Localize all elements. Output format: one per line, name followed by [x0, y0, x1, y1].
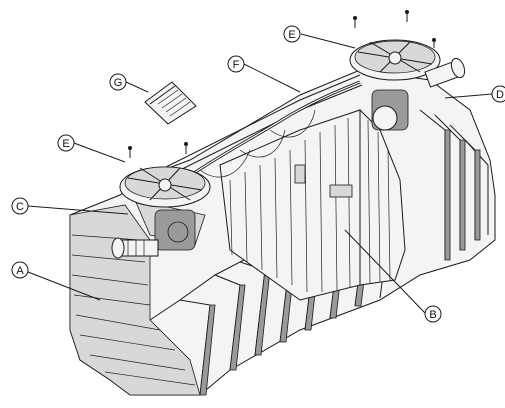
connecting-tube	[169, 80, 361, 192]
callout-D: D	[491, 85, 505, 103]
interior-walls	[219, 108, 406, 301]
callout-G: G	[109, 73, 127, 91]
left-end-wall	[69, 204, 201, 396]
right-side-ribs	[419, 109, 489, 261]
callout-label-F: F	[233, 59, 240, 71]
callout-E-lower: E	[57, 134, 75, 152]
callout-F: F	[227, 55, 245, 73]
callout-label-D: D	[496, 89, 504, 101]
callout-label-G: G	[114, 77, 123, 89]
left-access-riser	[111, 166, 211, 259]
right-access-riser	[349, 39, 466, 131]
callout-label-B: B	[429, 309, 436, 321]
callout-label-E-lower: E	[62, 138, 69, 150]
callout-C: C	[11, 197, 29, 215]
right-outlet-pipe	[372, 57, 466, 131]
callout-label-E-upper: E	[288, 29, 295, 41]
callout-B: B	[424, 305, 442, 323]
document-icon	[144, 81, 197, 125]
callout-A: A	[11, 261, 29, 279]
left-inlet-pipe	[111, 221, 189, 259]
callout-label-C: C	[16, 201, 24, 213]
tank-body	[69, 69, 496, 396]
callout-label-A: A	[16, 265, 24, 277]
callout-E-upper: E	[283, 25, 301, 43]
callout-leaders	[27, 33, 493, 314]
screw-icon	[128, 10, 436, 158]
